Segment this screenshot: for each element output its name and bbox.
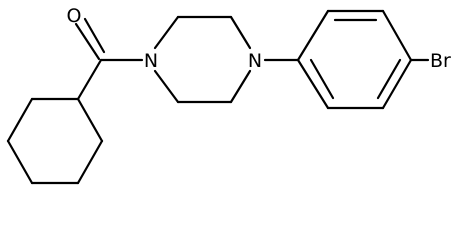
oxygen-atom-label: O [67, 5, 82, 27]
benzene-double-bond-3 [309, 58, 335, 100]
carbonyl-cyclohexyl-bond [76, 58, 103, 101]
piperazine-bond-6 [153, 69, 180, 104]
cyclohexane-bond-3 [6, 139, 34, 185]
piperazine-bond-1 [153, 15, 180, 50]
piperazine-bond-4 [229, 69, 252, 104]
cyclohexane-bond-5 [76, 139, 104, 185]
benzene-bond-4 [381, 58, 413, 110]
carbonyl-bond-2 [83, 17, 106, 54]
benzene-double-bond-2 [376, 58, 402, 100]
carbonyl-bond-1 [74, 22, 101, 61]
molecule-drawing: O N N Br [6, 5, 451, 185]
benzene-bond-3 [381, 9, 413, 62]
cyclohexane-bond-2 [6, 97, 34, 143]
cyclohexane-bond-6 [76, 97, 104, 143]
piperazine-nitrogen-1-label: N [144, 50, 158, 72]
bromine-atom-label: Br [430, 50, 451, 72]
piperazine-nitrogen-2-label: N [248, 50, 262, 72]
benzene-bond-6 [296, 58, 330, 110]
piperazine-bond-3 [229, 15, 252, 50]
structure-diagram: O N N Br [6, 5, 451, 185]
benzene-bond-1 [296, 9, 330, 62]
